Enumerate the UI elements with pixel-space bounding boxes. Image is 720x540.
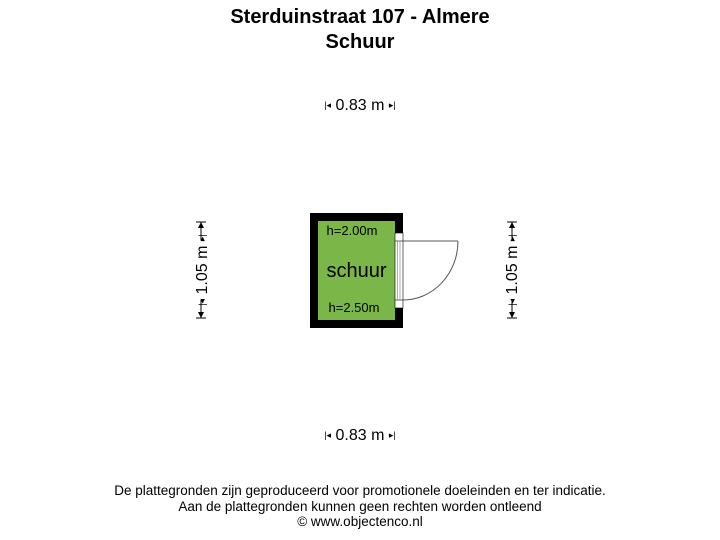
disclaimer-line-2: Aan de plattegronden kunnen geen rechten… xyxy=(178,498,542,514)
copyright-line: © www.objectenco.nl xyxy=(297,514,423,529)
top-width-value: 0.83 m xyxy=(335,97,385,115)
door-swing-arc xyxy=(402,240,459,301)
disclaimer-line-1: De plattegronden zijn geproduceerd voor … xyxy=(114,483,606,498)
room-height-top: h=2.00m xyxy=(326,223,378,238)
dimension-arrow-left-icon: |◂ xyxy=(324,430,332,440)
address-title: Sterduinstraat 107 - Almere xyxy=(230,6,490,28)
door-frame xyxy=(394,232,404,309)
dimension-arrow-left-icon: |◂ xyxy=(324,100,332,110)
top-width-dimension: |◂ 0.83 m ▸| xyxy=(0,97,720,115)
floor-title: Schuur xyxy=(325,31,395,53)
bottom-width-value: 0.83 m xyxy=(335,427,385,445)
dimension-arrow-right-icon: ▸| xyxy=(388,430,396,440)
room-name: schuur xyxy=(326,260,387,282)
room-height-bottom: h=2.50m xyxy=(328,300,380,315)
bottom-width-dimension: |◂ 0.83 m ▸| xyxy=(0,427,720,445)
room-fill xyxy=(318,221,395,320)
disclaimer-footer: De plattegronden zijn geproduceerd voor … xyxy=(0,483,720,530)
dimension-arrow-right-icon: ▸| xyxy=(388,100,396,110)
